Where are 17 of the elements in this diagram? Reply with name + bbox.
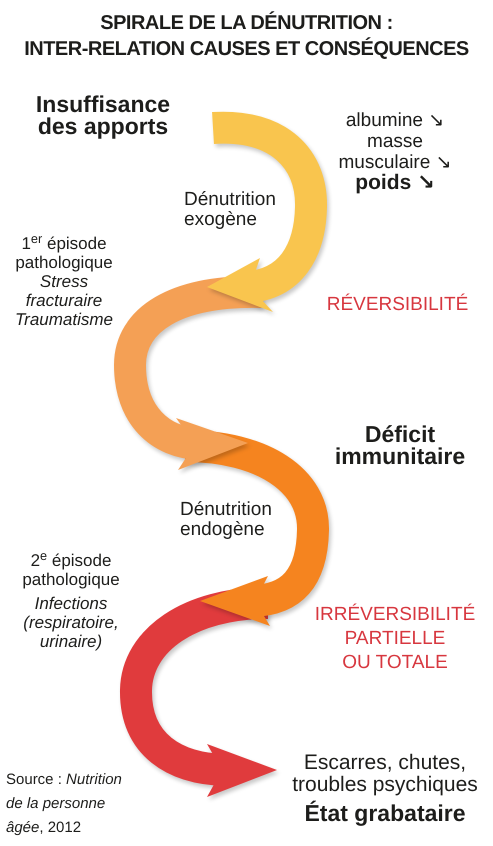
episode-label: 2$^{e}$ épisode pathologique <box>21 551 121 589</box>
episode-label: 1$^{er}$ épisode pathologique <box>14 234 114 272</box>
consequence-label: Déficit immunitaire <box>334 423 466 467</box>
indicator-label: masse musculaire ↘ <box>337 131 453 173</box>
title: SPIRALE DE LA DÉNUTRITION : INTER-RELATION CAUSES ET CONSÉQUENCES <box>23 10 470 62</box>
outcome-label: État grabataire <box>303 800 467 826</box>
consequence-label: Escarres, chutes, troubles psychiques <box>291 752 479 796</box>
episode-cause-label: Infections (respiratoire, urinaire) <box>22 594 120 651</box>
episode-cause-label: Stress fracturaire Traumatisme <box>14 272 114 329</box>
status-label: IRRÉVERSIBILITÉ PARTIELLE OU TOTALE <box>314 603 476 675</box>
source-note: Source : Nutrition de la personne âgée, 2012 <box>6 770 123 838</box>
phase-label: Dénutrition exogène <box>184 190 277 230</box>
status-label: RÉVERSIBILITÉ <box>326 294 470 316</box>
indicator-label: poids ↘ <box>354 172 436 194</box>
indicator-label: albumine ↘ <box>344 110 446 131</box>
cause-label: Insuffisance des apports <box>34 93 172 137</box>
phase-label: Dénutrition endogène <box>180 500 273 540</box>
